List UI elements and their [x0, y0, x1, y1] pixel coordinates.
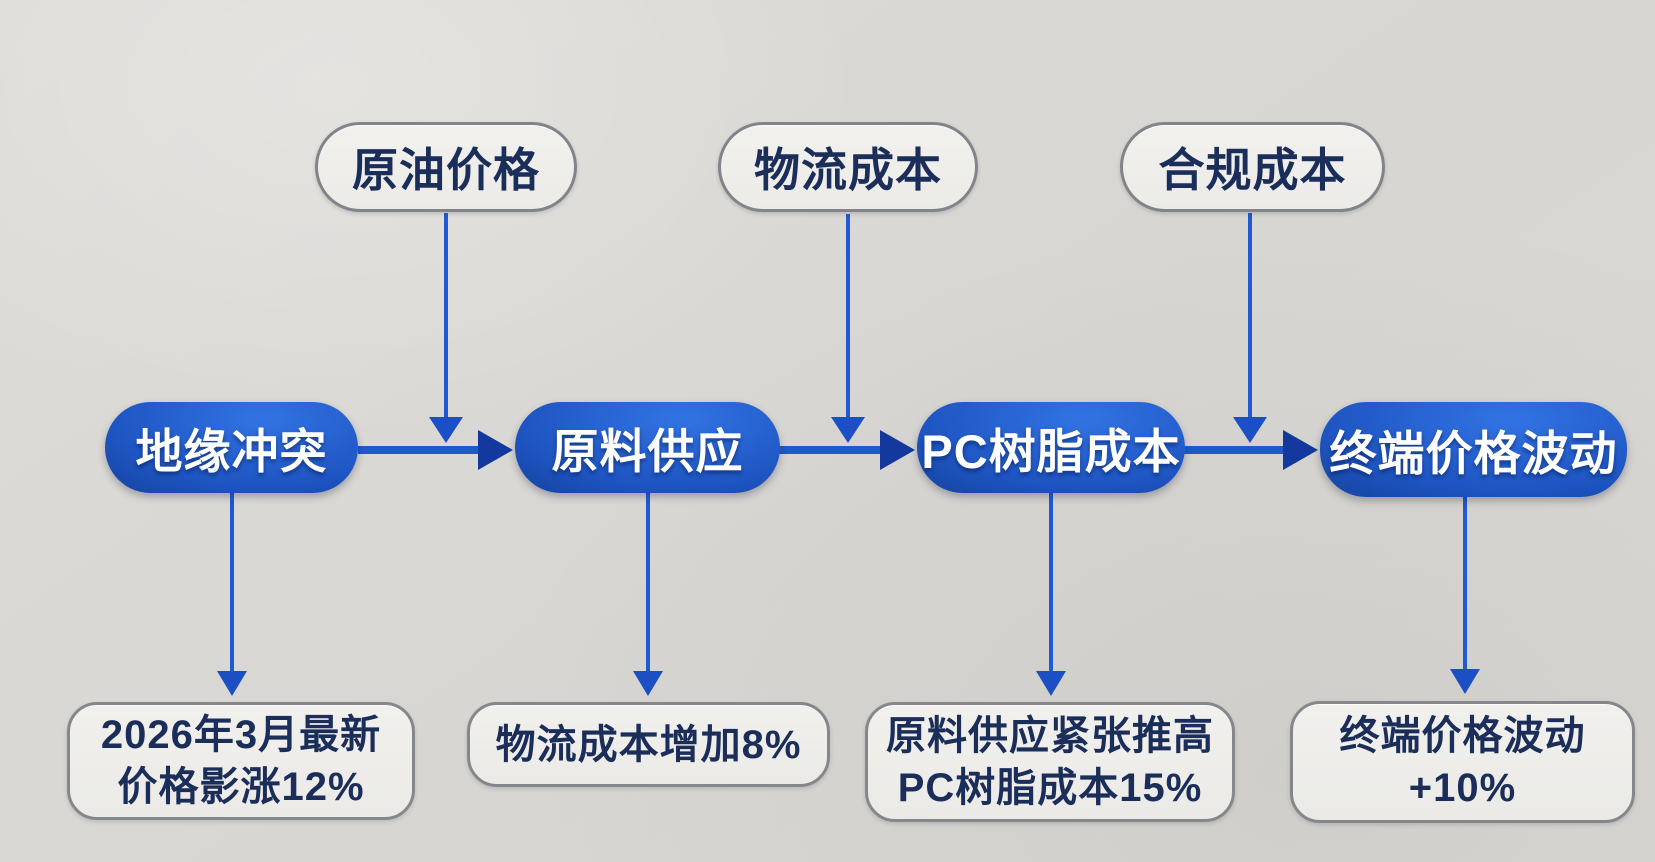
- factor-label: 合规成本: [1158, 144, 1347, 196]
- arrow-endprice-to-note: [1450, 496, 1480, 694]
- note-box-end-price-change: 终端价格波动 +10%: [1290, 701, 1635, 823]
- note-line: PC树脂成本15%: [897, 766, 1203, 810]
- chain-label: 终端价格波动: [1329, 427, 1618, 480]
- note-line: +10%: [1408, 766, 1517, 810]
- factor-label: 物流成本: [754, 144, 942, 196]
- note-line: 物流成本增加8%: [495, 722, 802, 767]
- chain-node-geopolitical-conflict: 地缘冲突: [105, 402, 358, 493]
- note-line: 原料供应紧张推高: [886, 714, 1214, 758]
- arrow-supply-to-note: [633, 492, 663, 696]
- note-box-logistics-increase: 物流成本增加8%: [467, 702, 830, 787]
- chain-node-raw-material-supply: 原料供应: [515, 402, 780, 493]
- factor-node-crude-oil-price: 原油价格: [315, 122, 577, 212]
- chain-label: 原料供应: [551, 425, 744, 478]
- chain-label: PC树脂成本: [921, 425, 1181, 478]
- note-box-resin-cost-increase: 原料供应紧张推高 PC树脂成本15%: [865, 702, 1235, 822]
- arrow-logistics-to-chain: [831, 214, 865, 443]
- chain-node-pc-resin-cost: PC树脂成本: [917, 402, 1185, 493]
- arrow-conflict-to-supply: [358, 430, 513, 470]
- note-box-conflict-impact: 2026年3月最新 价格影涨12%: [67, 702, 415, 820]
- factor-node-compliance-cost: 合规成本: [1120, 122, 1385, 212]
- factor-label: 原油价格: [352, 144, 540, 196]
- arrow-resin-to-note: [1036, 492, 1066, 696]
- arrow-crude-oil-to-chain: [429, 213, 463, 443]
- note-line: 价格影涨12%: [117, 765, 365, 809]
- note-line: 2026年3月最新: [100, 713, 382, 757]
- note-line: 终端价格波动: [1339, 714, 1586, 758]
- arrow-compliance-to-chain: [1233, 213, 1267, 443]
- arrow-conflict-to-note: [217, 492, 247, 696]
- chain-node-end-price-fluctuation: 终端价格波动: [1320, 402, 1627, 497]
- arrow-resin-to-endprice: [1184, 430, 1318, 470]
- factor-node-logistics-cost: 物流成本: [718, 122, 978, 212]
- arrow-supply-to-resin: [779, 430, 915, 470]
- chain-label: 地缘冲突: [135, 425, 328, 478]
